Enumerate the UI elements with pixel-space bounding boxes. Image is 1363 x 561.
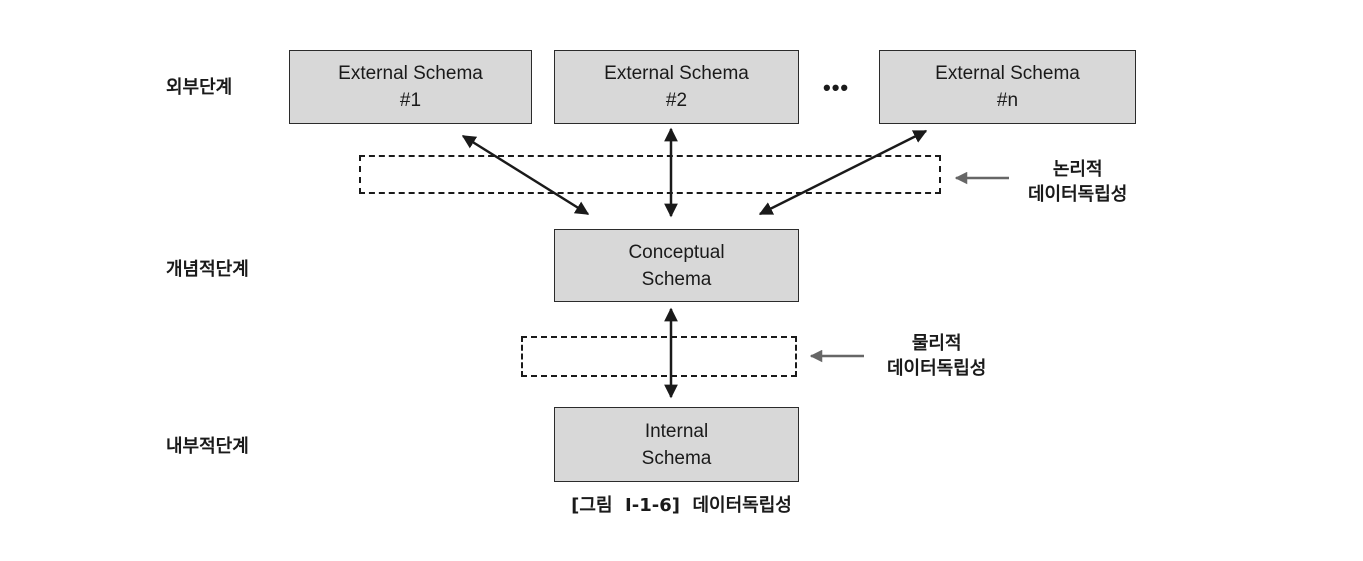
external-schema-n-line1: External Schema [935, 63, 1080, 84]
level-label-conceptual: 개념적단계 [166, 259, 249, 280]
external-schema-2-line1: External Schema [604, 63, 749, 84]
logical-independence-boundary [359, 155, 941, 194]
logical-independence-line2: 데이터독립성 [1028, 184, 1128, 205]
conceptual-schema-box: Conceptual Schema [554, 229, 799, 302]
external-schema-1-line2: #1 [399, 90, 422, 111]
arrow-externaln-conceptual [758, 129, 928, 216]
ellipsis: ••• [823, 75, 850, 100]
external-schema-box-n: External Schema #n [879, 50, 1136, 124]
external-schema-1-line1: External Schema [338, 63, 483, 84]
logical-independence-line1: 논리적 [1052, 159, 1103, 180]
external-schema-n-line2: #n [996, 90, 1019, 111]
level-label-external: 외부단계 [166, 77, 233, 98]
internal-schema-line2: Schema [641, 447, 712, 469]
conceptual-schema-line2: Schema [641, 268, 712, 290]
internal-schema-box: Internal Schema [554, 407, 799, 482]
external-schema-2-line2: #2 [665, 90, 688, 111]
conceptual-schema-line1: Conceptual [628, 241, 725, 263]
external-schema-box-1: External Schema #1 [289, 50, 532, 124]
physical-independence-line2: 데이터독립성 [887, 358, 987, 379]
arrow-external1-conceptual [461, 134, 590, 216]
physical-independence-label: 물리적 데이터독립성 [887, 331, 986, 381]
internal-schema-line1: Internal [644, 420, 709, 442]
physical-independence-line1: 물리적 [911, 333, 962, 354]
level-label-internal: 내부적단계 [166, 436, 249, 457]
external-schema-box-2: External Schema #2 [554, 50, 799, 124]
figure-caption: [그림 Ⅰ-1-6] 데이터독립성 [571, 495, 792, 516]
physical-independence-boundary [521, 336, 797, 377]
logical-independence-label: 논리적 데이터독립성 [1028, 157, 1127, 207]
